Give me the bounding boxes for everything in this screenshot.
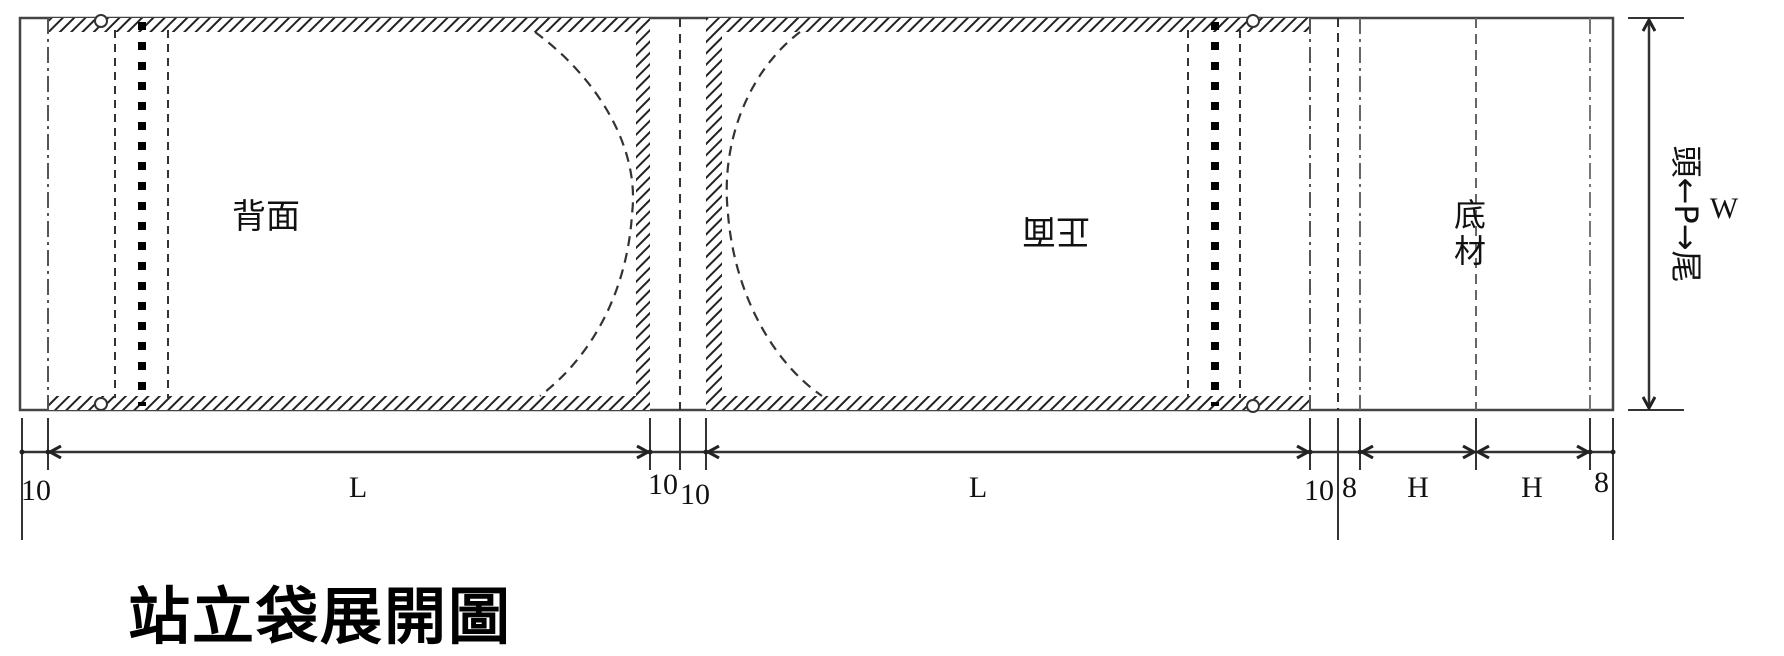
dim-label: 10 [648,468,678,501]
dim-label: 8 [1594,466,1609,499]
back-panel-seals [48,18,650,410]
dim-label: 8 [1342,471,1357,504]
dim-label: 10 [680,478,710,511]
back-panel-label: 背面 [232,197,300,237]
bottom-material-label-1: 底 [1454,196,1486,234]
tear-notch-icon [1246,14,1260,28]
tear-notch-icon [1246,399,1260,413]
back-gusset-curve [534,31,635,397]
front-panel-seals [706,18,1310,410]
width-label: W [1710,192,1739,225]
back-panel-guide-lines [47,18,169,410]
front-panel-guide-lines [1187,18,1361,410]
dim-label: 10 [1304,474,1334,507]
front-gusset-curve [725,31,823,397]
bottom-material-label-2: 材 [1454,232,1486,270]
bottom-material-guide-lines [1475,18,1591,410]
tear-notch-icon [94,14,108,28]
diagram-caption: 站立袋展開圖 [128,580,513,653]
width-dimension: W 頭←P→尾 [1628,17,1739,411]
dim-label: H [1407,471,1429,504]
dim-label: L [349,471,367,504]
dim-label: L [969,471,987,504]
dimension-labels: 10 L 10 10 L 10 8 H H 8 [21,466,1609,511]
front-panel-label: 正面 [1022,211,1090,251]
head-pitch-tail-label: 頭←P→尾 [1667,146,1705,283]
dim-label: H [1521,471,1543,504]
tear-notch-icon [94,397,108,411]
dim-label: 10 [21,474,51,507]
dimension-extension-lines [21,418,1614,540]
